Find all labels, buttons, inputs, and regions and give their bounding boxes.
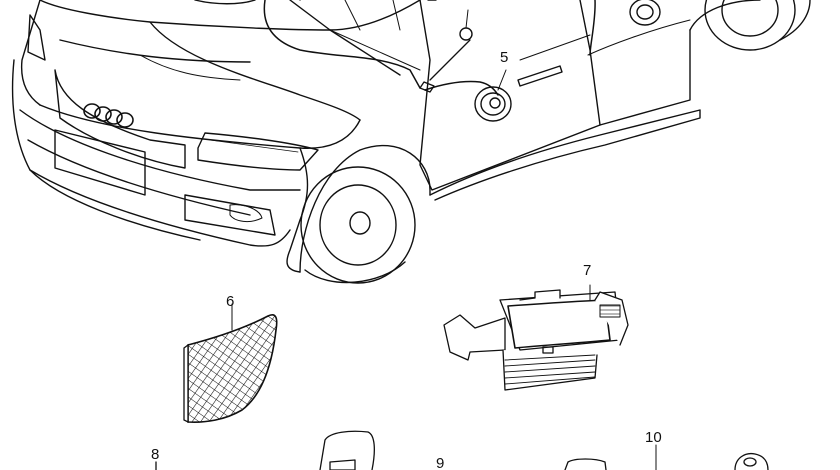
callout-8: 8 [151,446,159,463]
callout-5: 5 [500,49,508,66]
audi-rings-logo [83,103,134,128]
door-speaker [474,86,512,122]
callout-9: 9 [436,455,444,470]
speaker-grille-part [183,314,278,424]
callout-6: 6 [226,293,234,310]
bottom-parts [155,430,769,470]
radio-unit-part [443,284,629,391]
car-illustration [11,0,811,284]
callout-7: 7 [583,262,591,279]
callout-10: 10 [645,429,662,446]
